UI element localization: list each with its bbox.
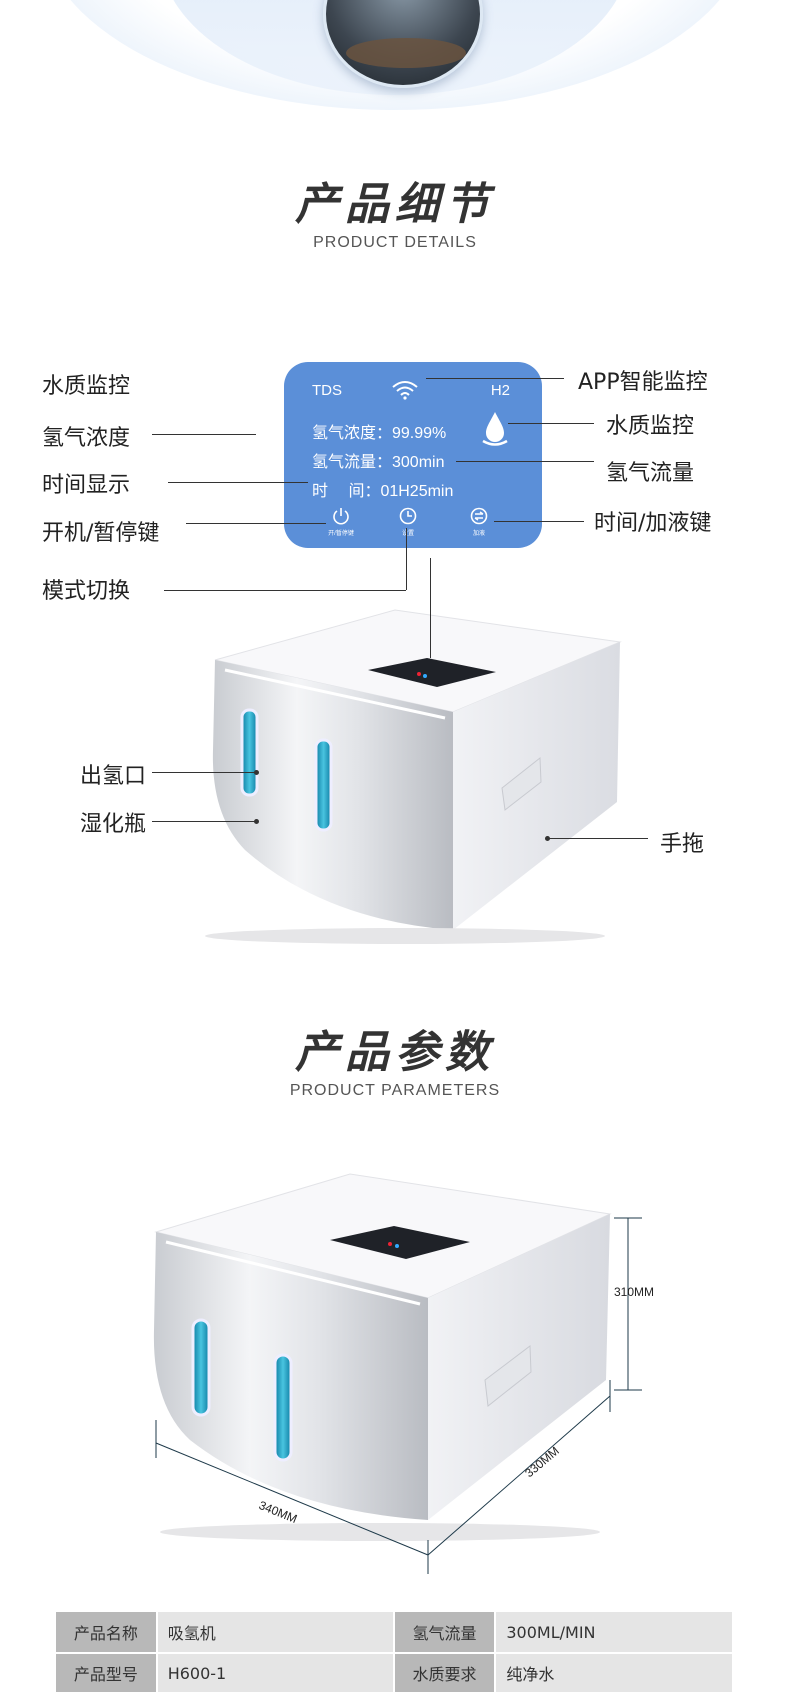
leader-line — [494, 521, 584, 522]
leader-line — [186, 523, 326, 524]
hydrogen-machine-detail — [205, 600, 625, 945]
callout-h2-concentration: 氢气浓度 — [42, 426, 131, 451]
leader-dot — [254, 819, 259, 824]
details-title-en: PRODUCT DETAILS — [313, 234, 477, 251]
leader-line — [456, 461, 594, 462]
leader-line — [426, 378, 564, 379]
leader-line — [508, 423, 594, 424]
callout-mode-switch: 模式切换 — [42, 579, 131, 604]
param-key: 产品名称 — [56, 1612, 156, 1652]
power-button-label: 开/暂停键 — [328, 531, 354, 537]
callout-app-monitor: APP智能监控 — [578, 370, 708, 395]
callout-humidifier: 湿化瓶 — [80, 812, 147, 837]
details-section-title: 产品细节 PRODUCT DETAILS — [0, 168, 790, 252]
panel-h2-label: H2 — [490, 382, 510, 399]
power-button[interactable]: 开/暂停键 — [326, 506, 356, 537]
leader-dot — [254, 770, 259, 775]
leader-line — [406, 528, 407, 590]
param-value: 纯净水 — [496, 1652, 732, 1692]
table-row: 产品名称 吸氢机 氢气流量 300ML/MIN — [56, 1612, 732, 1652]
leader-line — [152, 434, 256, 435]
refill-icon — [470, 507, 488, 525]
callout-time-refill: 时间/加液键 — [594, 511, 712, 536]
param-key: 水质要求 — [394, 1652, 495, 1692]
callout-handle: 手拖 — [660, 832, 705, 857]
leader-line — [164, 590, 406, 591]
refill-button-label: 加液 — [472, 531, 485, 537]
clock-icon — [399, 507, 417, 525]
param-value: 吸氢机 — [157, 1612, 393, 1652]
params-title-zh: 产品参数 — [295, 1027, 495, 1078]
control-display-panel: TDS H2 氢气浓度：99.99% 氢气流量：300min 时 间：01H25… — [284, 362, 542, 548]
panel-time: 时 间：01H25min — [312, 483, 454, 500]
leader-line — [430, 558, 431, 658]
params-title-en: PRODUCT PARAMETERS — [289, 1082, 501, 1099]
param-value: 300ML/MIN — [496, 1612, 732, 1652]
wifi-icon — [392, 381, 418, 400]
leader-line — [152, 772, 256, 773]
top-banner — [0, 0, 790, 140]
callout-water-quality-right: 水质监控 — [606, 414, 695, 439]
params-table: 产品名称 吸氢机 氢气流量 300ML/MIN 产品型号 H600-1 水质要求… — [54, 1612, 734, 1692]
callout-h2-outlet: 出氢口 — [80, 764, 147, 789]
panel-h2-concentration: 氢气浓度：99.99% — [312, 425, 447, 442]
param-key: 氢气流量 — [394, 1612, 495, 1652]
power-icon — [333, 508, 349, 525]
table-row: 产品型号 H600-1 水质要求 纯净水 — [56, 1652, 732, 1692]
leader-line — [548, 838, 648, 839]
refill-button[interactable]: 加液 — [464, 506, 494, 537]
settings-button[interactable]: 设置 — [393, 506, 423, 537]
callout-time-display: 时间显示 — [42, 473, 131, 498]
callout-water-quality-left: 水质监控 — [42, 374, 131, 399]
leader-line — [152, 821, 256, 822]
leader-line — [168, 482, 308, 483]
details-title-zh: 产品细节 — [295, 179, 495, 230]
water-drop-icon — [482, 412, 508, 446]
params-section-title: 产品参数 PRODUCT PARAMETERS — [0, 1016, 790, 1100]
panel-h2-flow: 氢气流量：300min — [312, 454, 445, 471]
dimension-height: 310MM — [614, 1285, 655, 1299]
callout-power-pause: 开机/暂停键 — [42, 521, 160, 546]
panel-tds-label: TDS — [312, 382, 342, 399]
leader-dot — [545, 836, 550, 841]
param-value: H600-1 — [157, 1652, 393, 1692]
settings-button-label: 设置 — [401, 531, 414, 537]
hydrogen-machine-dimensions — [150, 1170, 620, 1550]
param-key: 产品型号 — [56, 1652, 156, 1692]
callout-h2-flow: 氢气流量 — [606, 461, 695, 486]
